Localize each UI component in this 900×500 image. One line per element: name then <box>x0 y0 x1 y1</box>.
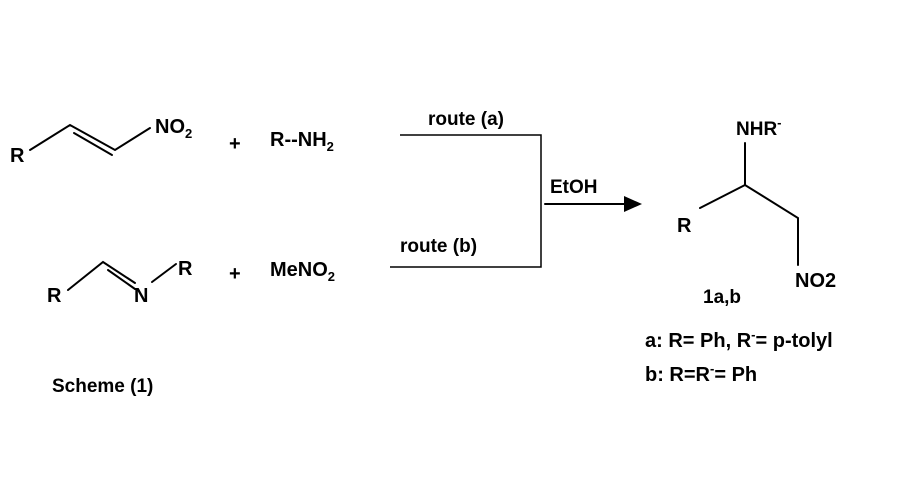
product-bonds <box>699 183 799 266</box>
nitroalkene-subscript: 2 <box>185 126 192 141</box>
reaction-arrow-head <box>624 196 642 212</box>
product-nhr-label: NHR- <box>736 115 782 140</box>
route-a-line <box>390 134 542 268</box>
nitromethane-text: MeNO <box>270 259 328 281</box>
nitroalkene-double-bond <box>73 132 113 156</box>
product-r-label: R <box>677 215 692 237</box>
note-b-superscript: - <box>710 361 714 376</box>
route-connectors: route (a) route (b) EtOH <box>390 109 642 268</box>
condition-label: EtOH <box>550 177 598 198</box>
plus-sign-top: + <box>229 133 241 155</box>
amine-label: R--NH2 <box>270 129 334 154</box>
nitroalkene-no-text: NO <box>155 116 185 138</box>
product-nhr-text: NHR <box>736 119 777 140</box>
product-compound-label: 1a,b <box>703 287 741 308</box>
note-b-prefix: b: R=R <box>645 364 711 386</box>
route-b-label: route (b) <box>400 236 477 257</box>
nitromethane-label: MeNO2 <box>270 259 335 284</box>
nitromethane-subscript: 2 <box>328 269 335 284</box>
plus-sign-bottom: + <box>229 263 241 285</box>
imine-r-right-label: R <box>178 258 193 280</box>
imine-structure: R N R <box>47 258 193 307</box>
imine-r-left-label: R <box>47 285 62 307</box>
note-b-suffix: = Ph <box>714 364 757 386</box>
product-nhr-superscript: - <box>777 115 781 130</box>
product-structure: NHR- R NO2 <box>677 115 836 292</box>
imine-bonds <box>67 260 136 291</box>
product-note-b: b: R=R-= Ph <box>645 361 757 386</box>
nitroalkene-r-label: R <box>10 145 25 167</box>
scheme-caption: Scheme (1) <box>52 376 153 397</box>
nitroalkene-bonds <box>29 123 151 152</box>
route-a-label: route (a) <box>428 109 504 130</box>
imine-n-label: N <box>134 285 148 307</box>
amine-text: R--NH <box>270 129 327 151</box>
imine-n-r-bond <box>151 263 177 283</box>
product-no2-label: NO2 <box>795 270 836 292</box>
nitroalkene-structure: R NO2 <box>10 116 192 167</box>
amine-subscript: 2 <box>327 139 334 154</box>
imine-double-bond <box>107 269 136 290</box>
note-a-prefix: a: R= Ph, R <box>645 330 752 352</box>
note-a-suffix: = p-tolyl <box>755 330 832 352</box>
note-a-superscript: - <box>751 327 755 342</box>
nitroalkene-no2-label: NO2 <box>155 116 192 141</box>
product-note-a: a: R= Ph, R-= p-tolyl <box>645 327 833 352</box>
